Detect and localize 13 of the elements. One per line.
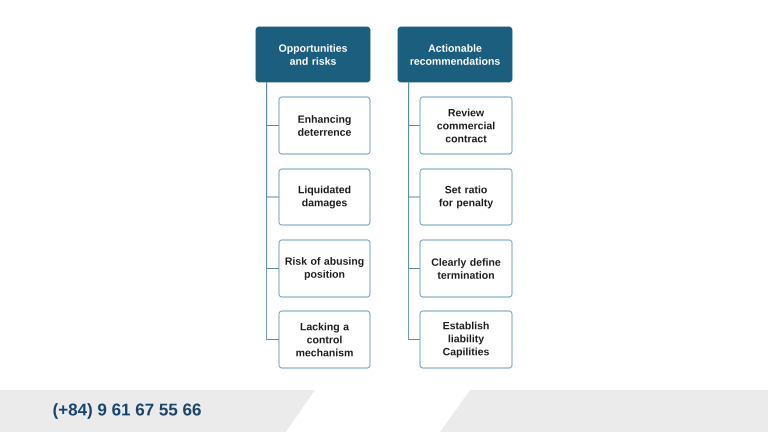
connector-line	[266, 82, 279, 340]
connector-line	[408, 82, 420, 340]
process-box: Enhancing deterrence	[278, 96, 370, 154]
process-box: Clearly define termination	[420, 240, 512, 298]
process-box: Risk of abusing position	[278, 240, 370, 298]
process-box: Review commercial contract	[420, 96, 512, 154]
process-box: Set ratio for penalty	[420, 168, 512, 226]
heading-box: Opportunities and risks	[256, 26, 370, 82]
process-box: Establish liability Capilities	[420, 310, 512, 368]
process-box: Lacking a control mechanism	[278, 310, 370, 368]
process-box: Liquidated damages	[278, 168, 370, 226]
heading-box: Actionable recommendations	[398, 26, 512, 82]
phone-number: (+84) 9 61 67 55 66	[53, 403, 201, 419]
